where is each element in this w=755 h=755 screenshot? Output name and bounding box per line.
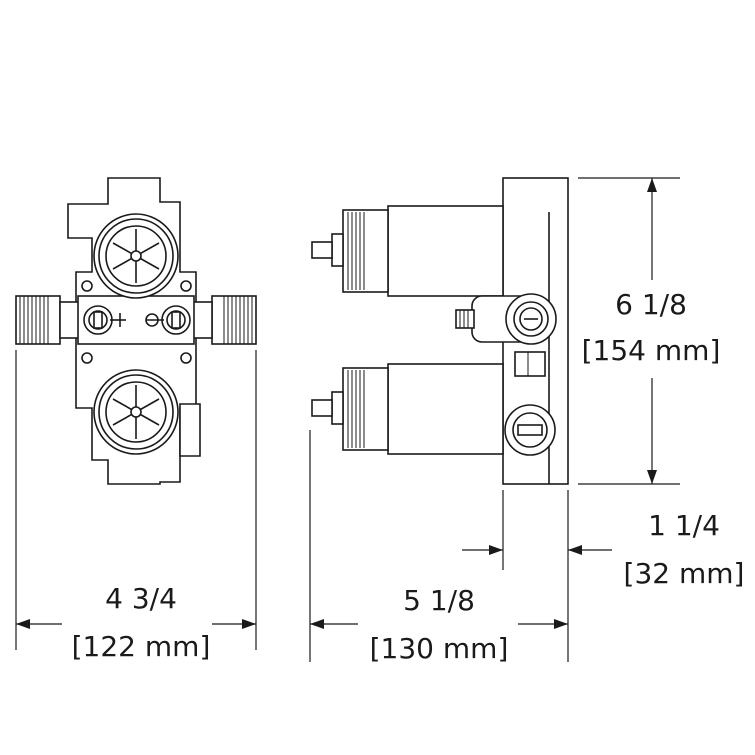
right-check-stop (145, 305, 191, 335)
side-depth-metric: [130 mm] (370, 632, 509, 665)
front-left-inlet (15, 295, 83, 345)
side-depth-imperial: 5 1/8 (403, 584, 475, 617)
lower-cartridge-wheel (93, 369, 179, 455)
upper-side-cartridge (311, 205, 504, 297)
front-right-inlet (189, 295, 257, 345)
side-view (311, 177, 569, 485)
side-middle-outlet (455, 293, 557, 377)
lower-side-cartridge (311, 363, 504, 455)
side-lower-outlet (504, 404, 556, 456)
left-check-stop (83, 305, 126, 335)
front-width-metric: [122 mm] (72, 630, 211, 663)
front-width-imperial: 4 3/4 (105, 582, 177, 615)
height-imperial: 6 1/8 (615, 288, 687, 321)
offset-imperial: 1 1/4 (648, 509, 720, 542)
height-metric: [154 mm] (582, 334, 721, 367)
front-view (15, 177, 257, 485)
dimension-lines (15, 177, 680, 662)
upper-cartridge-wheel (93, 213, 179, 299)
offset-metric: [32 mm] (624, 557, 745, 590)
